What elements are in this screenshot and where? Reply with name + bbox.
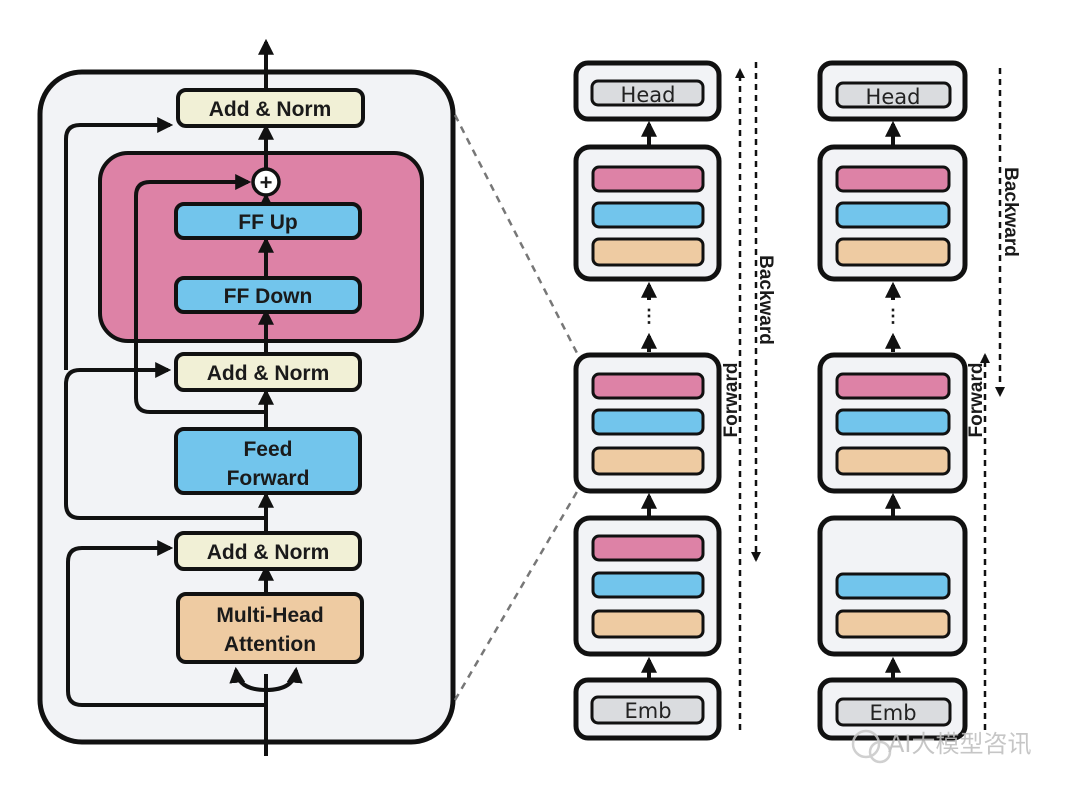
layer-bottom-ffn [591,571,705,599]
layer-bottom-2-ffn [835,572,951,600]
layer-bottom-attention [591,609,705,639]
ff-up-label: FF Up [238,211,297,234]
residual-attention [66,540,266,707]
feed-forward-label-line2: Forward [227,467,310,490]
layer-mid-attention [591,446,705,476]
layer-top-2-ffn-adapter [835,165,951,193]
add-norm-top-label: Add & Norm [209,98,332,121]
head-label: Head [621,83,676,107]
head-inner-2 [835,81,952,109]
ellipsis-2: ⋮ [884,306,902,326]
forward-label: Forward [721,363,742,438]
zoom-line-top [453,114,580,356]
layer-mid-2-ffn [835,408,951,436]
feed-forward-box [174,427,362,495]
ff-up-box [174,202,362,240]
residual-top-loop [64,117,174,370]
transformer-block-detail: Add & Norm + FF Up FF Down Add & Norm Fe… [37,38,456,756]
layer-mid-ffn-adapter [591,372,705,400]
wechat-icon [851,729,881,759]
layer-mid-ffn [591,408,705,436]
head-label-2: Head [866,85,921,109]
ff-down-label: FF Down [224,285,313,308]
layer-bottom-ffn-adapter [591,534,705,562]
layer-top-ffn-adapter [591,165,705,193]
model-stack-partial: Head ⋮ Emb Forward Backward [817,60,1021,741]
backward-label-2: Backward [1000,167,1021,257]
ff-down-box [174,276,362,314]
add-norm-mid-label: Add & Norm [207,362,330,385]
add-norm-bottom-box [174,531,362,571]
watermark: AI大模型咨讯 [851,729,1032,764]
ellipsis: ⋮ [640,306,658,326]
layer-top-ffn [591,201,705,229]
layer-bottom-2-attention [835,609,951,639]
zoom-line-bottom [453,489,580,701]
backward-label: Backward [755,255,776,345]
layer-mid-2-ffn-adapter [835,372,951,400]
layer-mid-2-attention [835,446,951,476]
head-inner [590,79,705,107]
emb-label-2: Emb [869,701,916,725]
attention-input-right [265,666,303,692]
add-norm-mid-box [174,352,362,392]
emb-inner [590,695,705,725]
add-norm-bottom-label: Add & Norm [207,541,330,564]
emb-label: Emb [624,699,671,723]
add-norm-top-box [176,88,365,128]
attention-label-line2: Attention [224,633,316,656]
plus-symbol: + [260,170,273,195]
layer-top-2-attention [835,237,951,267]
multi-head-attention-box [176,592,364,664]
attention-label-line1: Multi-Head [216,604,323,627]
attention-input-left [229,666,267,692]
layer-top-2-ffn [835,201,951,229]
emb-inner-2 [835,697,952,727]
feed-forward-label-line1: Feed [243,438,292,461]
residual-plus-node [251,167,281,197]
forward-label-2: Forward [966,363,987,438]
watermark-text: AI大模型咨讯 [888,730,1032,758]
residual-feedforward [64,362,266,520]
layer-top-attention [591,237,705,267]
residual-ff-adapter [134,174,266,414]
model-stack-full: Head ⋮ Emb Forward Backward [573,60,776,741]
